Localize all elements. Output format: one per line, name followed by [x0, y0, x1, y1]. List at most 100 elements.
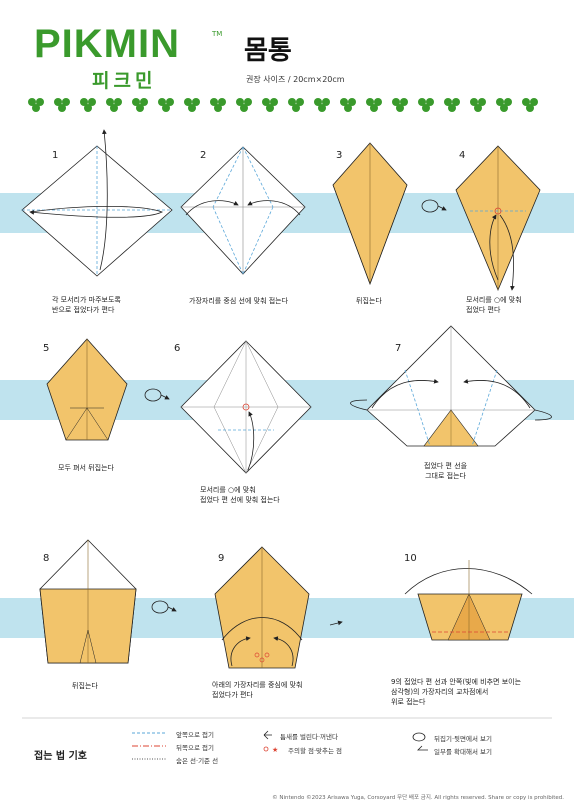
leaf-dot — [54, 98, 62, 106]
leaf-dot — [218, 98, 226, 106]
leaf-dot — [240, 104, 248, 112]
recommended-size: 권장 사이즈 / 20cm×20cm — [246, 75, 345, 84]
step2-caption: 가장자리를 중심 선에 맞춰 접는다 — [189, 297, 289, 305]
leaf-dot — [400, 98, 408, 106]
leaf-dot — [62, 98, 70, 106]
leaf-dot — [166, 98, 174, 106]
leaf-dot — [374, 98, 382, 106]
leaf-dot — [114, 98, 122, 106]
leaf-dot — [422, 104, 430, 112]
step5-caption: 모두 펴서 뒤집는다 — [58, 464, 114, 472]
leaf-dot — [396, 104, 404, 112]
zoom-arrow-icon — [329, 620, 343, 626]
leaf-dot — [522, 98, 530, 106]
leaf-dot — [162, 104, 170, 112]
leaf-border — [28, 98, 538, 112]
leaf-dot — [106, 98, 114, 106]
leaf-dot — [262, 98, 270, 106]
leaf-dot — [292, 104, 300, 112]
leaf-dot — [318, 104, 326, 112]
legend-valley-fold: 앞쪽으로 접기 — [176, 731, 214, 739]
leaf-dot — [214, 104, 222, 112]
leaf-dot — [500, 104, 508, 112]
leaf-dot — [344, 104, 352, 112]
leaf-dot — [188, 104, 196, 112]
leaf-dot — [392, 98, 400, 106]
legend-heading: 접는 법 기호 — [34, 751, 87, 762]
leaf-dot — [366, 98, 374, 106]
legend-hidden-line: 숨은 선·기준 선 — [176, 757, 219, 765]
step1-caption: 각 모서리가 마주보도록 반으로 접었다가 편다 — [52, 296, 121, 314]
leaf-dot — [296, 98, 304, 106]
svg-text:★: ★ — [272, 746, 278, 754]
step10-caption: 9의 접었다 편 선과 안쪽(빛에 비추면 보이는 삼각형)의 가장자리의 교차… — [391, 678, 522, 706]
leaf-dot — [84, 104, 92, 112]
flip-icon-2 — [144, 388, 170, 402]
leaf-dot — [28, 98, 36, 106]
step4-number: 4 — [459, 150, 466, 161]
leaf-dot — [496, 98, 504, 106]
step5-diagram — [46, 338, 128, 441]
leaf-dot — [452, 98, 460, 106]
step10-diagram — [404, 560, 533, 641]
leaf-dot — [132, 98, 140, 106]
step6-diagram — [180, 340, 312, 474]
flip-icon-3 — [151, 600, 177, 614]
step7-diagram — [350, 325, 552, 447]
leaf-dot — [340, 98, 348, 106]
leaf-dot — [58, 104, 66, 112]
legend-attention-point: 주의할 점·맞추는 점 — [288, 747, 343, 755]
leaf-dot — [426, 98, 434, 106]
leaf-dot — [270, 98, 278, 106]
leaf-dot — [80, 98, 88, 106]
leaf-dot — [192, 98, 200, 106]
leaf-dot — [348, 98, 356, 106]
step8-caption: 뒤집는다 — [72, 682, 98, 690]
leaf-dot — [184, 98, 192, 106]
page-title: 몸통 — [244, 36, 292, 66]
leaf-dot — [504, 98, 512, 106]
step8-diagram — [39, 539, 137, 664]
step2-diagram — [180, 146, 306, 275]
leaf-dot — [526, 104, 534, 112]
step3-diagram — [332, 142, 408, 286]
leaf-dot — [478, 98, 486, 106]
step1-number: 1 — [52, 150, 59, 161]
leaf-dot — [140, 98, 148, 106]
step4-caption: 모서리를 ○에 맞춰 접었다 편다 — [466, 296, 522, 314]
step9-diagram — [214, 546, 310, 669]
step9-caption: 아래의 가장자리를 중심에 맞춰 접었다가 편다 — [212, 681, 303, 699]
pikmin-logo: PIKMIN — [34, 22, 180, 66]
leaf-dot — [444, 98, 452, 106]
leaf-dot — [288, 98, 296, 106]
step5-number: 5 — [43, 343, 50, 354]
leaf-dot — [418, 98, 426, 106]
logo-trademark: TM — [212, 30, 223, 38]
leaf-dot — [236, 98, 244, 106]
legend-flip-over: 뒤집기·뒷면에서 보기 — [434, 735, 492, 743]
leaf-dot — [88, 98, 96, 106]
step1-diagram — [21, 129, 173, 277]
legend-mountain-fold: 뒤쪽으로 접기 — [176, 744, 214, 752]
step3-caption: 뒤집는다 — [356, 297, 382, 305]
step2-number: 2 — [200, 150, 207, 161]
leaf-dot — [530, 98, 538, 106]
leaf-dot — [322, 98, 330, 106]
legend-zoom-view: 일부를 확대해서 보기 — [434, 748, 492, 756]
leaf-dot — [266, 104, 274, 112]
step4-diagram — [455, 145, 541, 292]
leaf-dot — [470, 98, 478, 106]
leaf-dot — [448, 104, 456, 112]
leaf-dot — [474, 104, 482, 112]
flip-icon-1 — [421, 199, 447, 213]
leaf-dot — [314, 98, 322, 106]
step7-caption: 접었다 편 선을 그대로 접는다 — [424, 462, 468, 480]
leaf-dot — [36, 98, 44, 106]
step8-number: 8 — [43, 553, 50, 564]
leaf-dot — [32, 104, 40, 112]
leaf-dot — [210, 98, 218, 106]
leaf-dot — [370, 104, 378, 112]
step6-caption: 모서리를 ○에 맞춰 접었다 편 선에 맞춰 접는다 — [200, 486, 280, 504]
legend-open-pull: 틈새를 벌린다·꺼낸다 — [280, 733, 338, 741]
